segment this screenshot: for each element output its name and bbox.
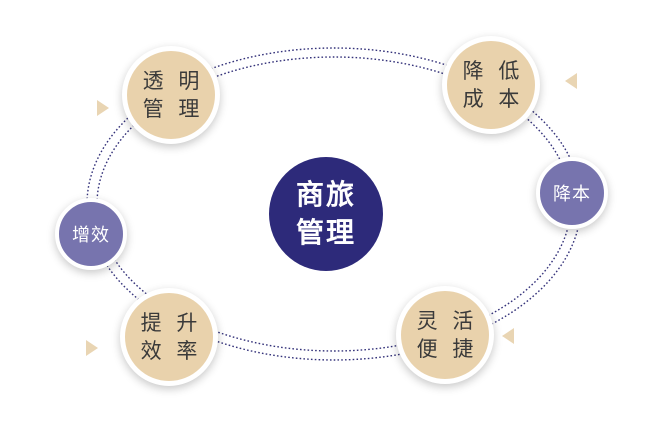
center-business-travel-management: 商旅 管理 xyxy=(269,157,383,271)
node-flexible-convenient-label: 灵 活 便 捷 xyxy=(416,309,478,361)
node-cost-down: 降本 xyxy=(536,157,608,229)
node-reduce-cost-label: 降 低 成 本 xyxy=(462,59,524,111)
flow-arrow-right-icon xyxy=(86,340,98,356)
node-reduce-cost: 降 低 成 本 xyxy=(442,36,540,134)
node-improve-efficiency: 提 升 效 率 xyxy=(120,288,218,386)
flow-arrow-left-icon xyxy=(565,73,577,89)
node-cost-down-label: 降本 xyxy=(553,184,591,205)
flow-arrow-left-icon xyxy=(502,328,514,344)
node-flexible-convenient: 灵 活 便 捷 xyxy=(396,286,494,384)
node-increase-efficiency: 增效 xyxy=(55,198,127,270)
node-increase-efficiency-label: 增效 xyxy=(72,225,110,246)
node-improve-efficiency-label: 提 升 效 率 xyxy=(140,311,202,363)
flow-arrow-right-icon xyxy=(97,100,109,116)
node-transparent-management: 透 明 管 理 xyxy=(122,46,220,144)
node-transparent-management-label: 透 明 管 理 xyxy=(142,69,204,121)
center-label: 商旅 管理 xyxy=(295,178,356,249)
